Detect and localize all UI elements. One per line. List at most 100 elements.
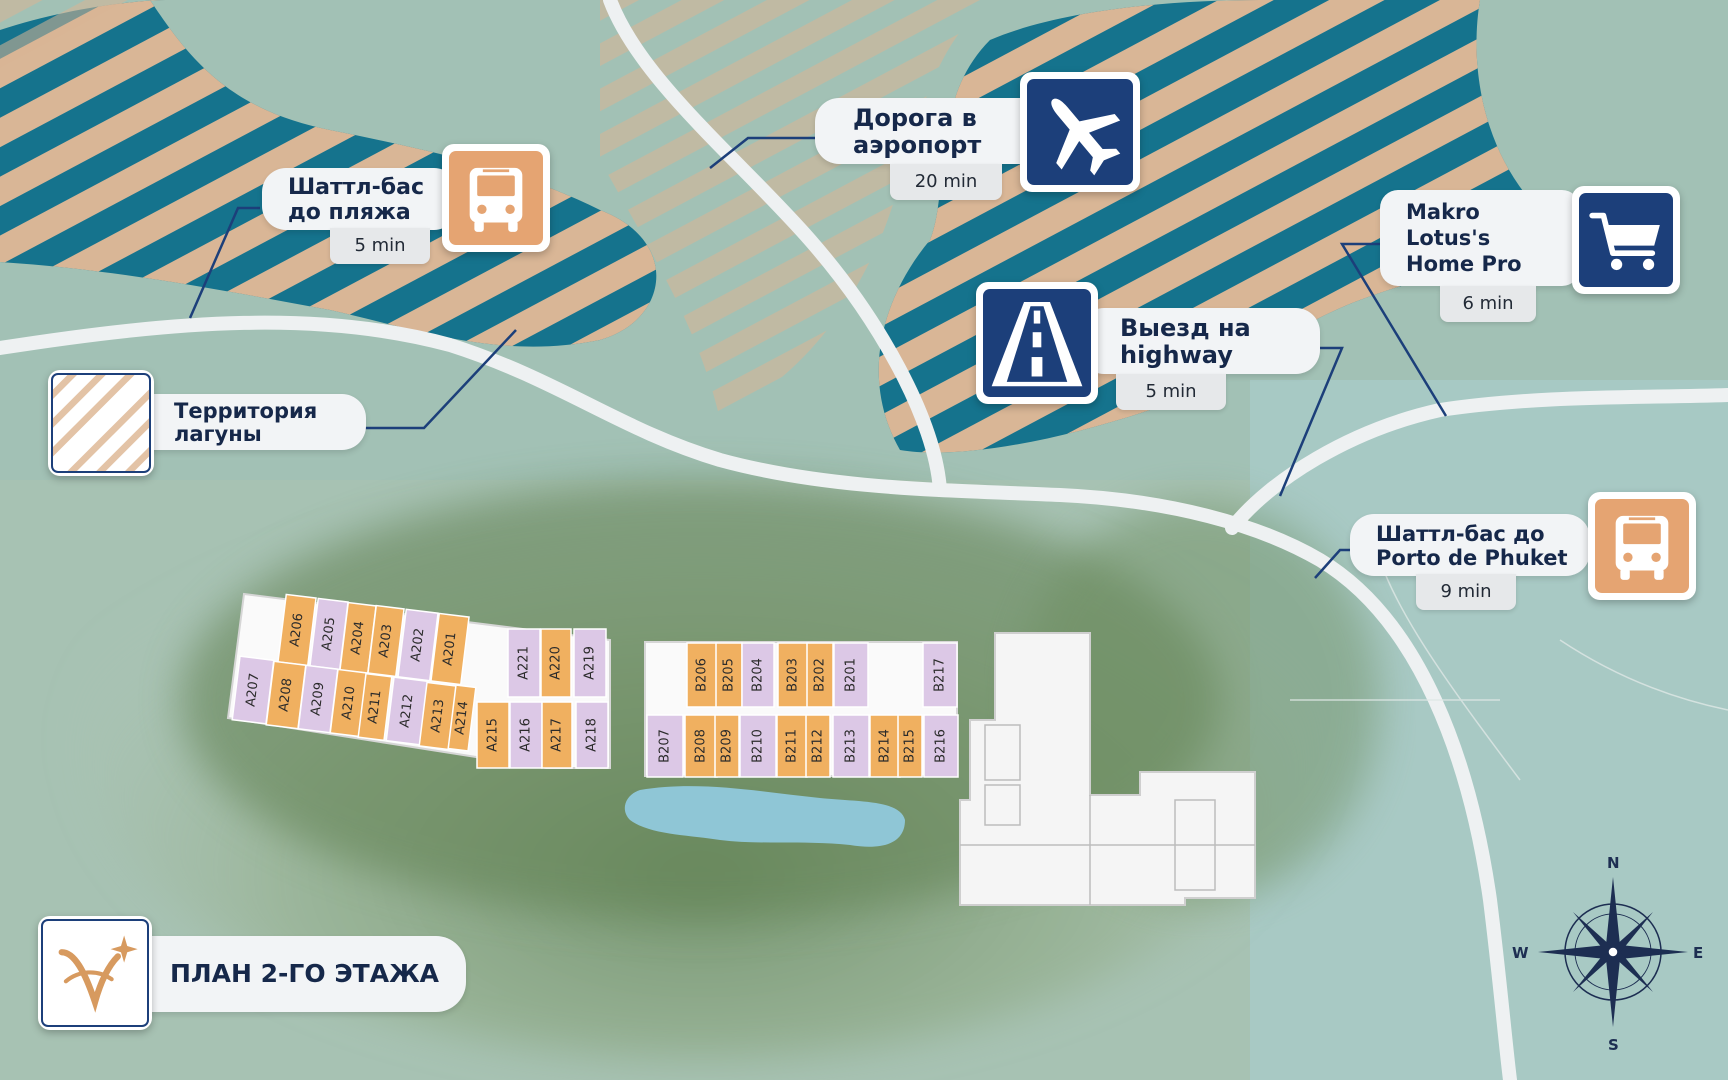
- unit-label: A208: [277, 677, 296, 712]
- unit-a204[interactable]: A204: [339, 601, 377, 675]
- unit-label: A220: [549, 646, 564, 680]
- unit-label: B209: [720, 729, 735, 763]
- unit-a217[interactable]: A217: [541, 701, 573, 769]
- brand-logo-icon: [58, 935, 138, 1013]
- unit-label: A210: [340, 685, 359, 720]
- unit-b204[interactable]: B204: [741, 642, 775, 708]
- unit-label: A203: [377, 623, 396, 658]
- airport-road-callout[interactable]: Дорога в аэропорт: [815, 98, 1045, 164]
- bus-icon: [1615, 515, 1669, 580]
- unit-label: A202: [409, 627, 428, 662]
- unit-a220[interactable]: A220: [540, 628, 572, 698]
- unit-label: B211: [785, 729, 800, 763]
- unit-b203[interactable]: B203: [777, 642, 809, 708]
- unit-label: B212: [811, 729, 826, 763]
- unit-b213[interactable]: B213: [832, 714, 870, 778]
- unit-b211[interactable]: B211: [776, 714, 808, 778]
- unit-label: B208: [694, 729, 709, 763]
- unit-a212[interactable]: A212: [385, 676, 429, 746]
- unit-label: B202: [813, 658, 828, 692]
- unit-label: B207: [658, 729, 673, 763]
- beach-shuttle-icon-box[interactable]: [442, 144, 550, 252]
- unit-label: B203: [786, 658, 801, 692]
- beach-shuttle-time: 5 min: [330, 228, 430, 264]
- shopping-icon-box[interactable]: [1572, 186, 1680, 294]
- unit-a211[interactable]: A211: [357, 672, 393, 742]
- unit-a215[interactable]: A215: [476, 701, 510, 769]
- airport-icon-box[interactable]: [1020, 72, 1140, 192]
- unit-label: A211: [366, 689, 385, 724]
- unit-a216[interactable]: A216: [509, 701, 543, 769]
- unit-b216[interactable]: B216: [923, 714, 959, 778]
- highway-exit-line1: Выезд на: [1120, 314, 1251, 342]
- unit-label: B205: [722, 658, 737, 692]
- unit-label: A205: [320, 616, 339, 651]
- unit-a214[interactable]: A214: [447, 684, 477, 752]
- unit-label: A206: [288, 612, 307, 647]
- unit-a206[interactable]: A206: [277, 593, 317, 667]
- unit-a201[interactable]: A201: [430, 612, 470, 686]
- unit-b202[interactable]: B202: [806, 642, 834, 708]
- shopping-callout[interactable]: Makro Lotus's Home Pro: [1380, 190, 1580, 286]
- unit-b209[interactable]: B209: [714, 714, 740, 778]
- compass-west-label: W: [1512, 944, 1529, 962]
- unit-a205[interactable]: A205: [309, 597, 349, 671]
- beach-shuttle-line2: до пляжа: [288, 200, 411, 225]
- porto-shuttle-callout[interactable]: Шаттл-бас до Porto de Phuket: [1350, 514, 1590, 576]
- porto-shuttle-time: 9 min: [1416, 574, 1516, 610]
- unit-label: B215: [903, 729, 918, 763]
- unit-b210[interactable]: B210: [739, 714, 777, 778]
- leader-lines: [188, 136, 1448, 579]
- plan-title-text: ПЛАН 2-ГО ЭТАЖА: [170, 959, 440, 988]
- unit-a207[interactable]: A207: [231, 655, 275, 725]
- plan-title-banner: ПЛАН 2-ГО ЭТАЖА: [120, 936, 466, 1012]
- compass-east-label: E: [1693, 944, 1703, 962]
- unit-label: A214: [453, 700, 472, 735]
- highway-exit-line2: highway: [1120, 341, 1233, 369]
- unit-a208[interactable]: A208: [265, 660, 307, 730]
- unit-b208[interactable]: B208: [684, 714, 718, 778]
- unit-b214[interactable]: B214: [869, 714, 901, 778]
- unit-label: A213: [429, 698, 448, 733]
- airport-road-line2: аэропорт: [853, 131, 982, 159]
- compass-south-label: S: [1608, 1036, 1619, 1054]
- unit-label: A221: [517, 646, 532, 680]
- unit-label: A217: [550, 718, 565, 752]
- beach-shuttle-line1: Шаттл-бас: [288, 175, 425, 200]
- unit-label: A201: [441, 631, 460, 666]
- unit-label: A218: [585, 718, 600, 752]
- highway-exit-time: 5 min: [1116, 374, 1226, 410]
- porto-shuttle-line1: Шаттл-бас до: [1376, 522, 1545, 546]
- unit-b207[interactable]: B207: [646, 714, 684, 778]
- unit-b201[interactable]: B201: [833, 642, 869, 708]
- unit-a218[interactable]: A218: [575, 701, 609, 769]
- unit-label: A215: [486, 718, 501, 752]
- unit-b206[interactable]: B206: [686, 642, 718, 708]
- unit-a221[interactable]: A221: [507, 628, 541, 698]
- highway-road-icon: [991, 301, 1083, 387]
- unit-b212[interactable]: B212: [805, 714, 831, 778]
- shopping-line1: Makro: [1406, 200, 1480, 224]
- unit-b217[interactable]: B217: [922, 642, 958, 708]
- highway-icon-box[interactable]: [976, 282, 1098, 404]
- unit-a202[interactable]: A202: [397, 608, 439, 682]
- unit-a213[interactable]: A213: [418, 681, 458, 751]
- clubhouse-building: [959, 632, 1256, 906]
- unit-a219[interactable]: A219: [573, 628, 607, 698]
- unit-label: B204: [751, 658, 766, 692]
- unit-label: B213: [844, 729, 859, 763]
- lagoon-hatch-swatch: [48, 370, 154, 476]
- highway-exit-callout[interactable]: Выезд на highway: [1080, 308, 1320, 374]
- porto-shuttle-icon-box[interactable]: [1588, 492, 1696, 600]
- shopping-time: 6 min: [1440, 286, 1536, 322]
- unit-b205[interactable]: B205: [715, 642, 743, 708]
- unit-label: A216: [519, 718, 534, 752]
- unit-b215[interactable]: B215: [897, 714, 923, 778]
- shopping-line2: Lotus's: [1406, 226, 1491, 250]
- unit-label: A219: [583, 646, 598, 680]
- beach-shuttle-callout[interactable]: Шаттл-бас до пляжа: [262, 168, 458, 230]
- airport-road-time: 20 min: [890, 164, 1002, 200]
- compass-rose-icon: N S E W: [1512, 854, 1703, 1054]
- unit-a203[interactable]: A203: [367, 604, 405, 678]
